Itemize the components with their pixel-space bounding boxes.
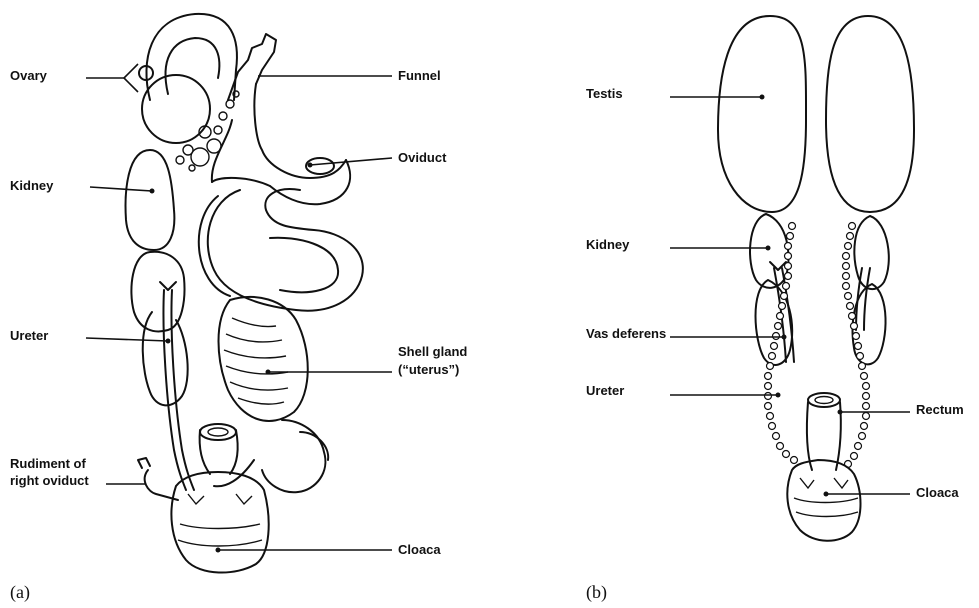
panel-tag-a: (a) [10, 582, 30, 603]
male-reproductive-tract-drawing [718, 16, 914, 541]
label-testis: Testis [586, 86, 623, 102]
label-rudiment-1: Rudiment of [10, 456, 86, 472]
label-cloaca-b: Cloaca [916, 485, 959, 501]
shell-gland-shape [219, 297, 308, 421]
leader-lines-a [86, 64, 392, 553]
panel-tag-b: (b) [586, 582, 607, 603]
label-vas-deferens: Vas deferens [586, 326, 666, 342]
label-ureter-a: Ureter [10, 328, 48, 344]
rectum-opening [808, 393, 840, 407]
kidney-shape [126, 150, 175, 250]
label-cloaca-a: Cloaca [398, 542, 441, 558]
testis-left-shape [718, 16, 806, 212]
label-shell-gland-uterus: (“uterus”) [398, 362, 459, 378]
label-funnel: Funnel [398, 68, 441, 84]
testis-right-shape [826, 16, 914, 212]
label-rectum: Rectum [916, 402, 964, 418]
label-kidney-a: Kidney [10, 178, 53, 194]
label-rudiment-2: right oviduct [10, 473, 89, 489]
leader-lines-b [670, 95, 910, 497]
label-ureter-b: Ureter [586, 383, 624, 399]
label-ovary: Ovary [10, 68, 47, 84]
label-oviduct: Oviduct [398, 150, 446, 166]
ovary-shape [142, 75, 210, 143]
female-reproductive-tract-drawing [126, 14, 363, 573]
label-kidney-b: Kidney [586, 237, 629, 253]
vas-deferens-right-beads [843, 223, 870, 468]
label-shell-gland: Shell gland [398, 344, 467, 360]
